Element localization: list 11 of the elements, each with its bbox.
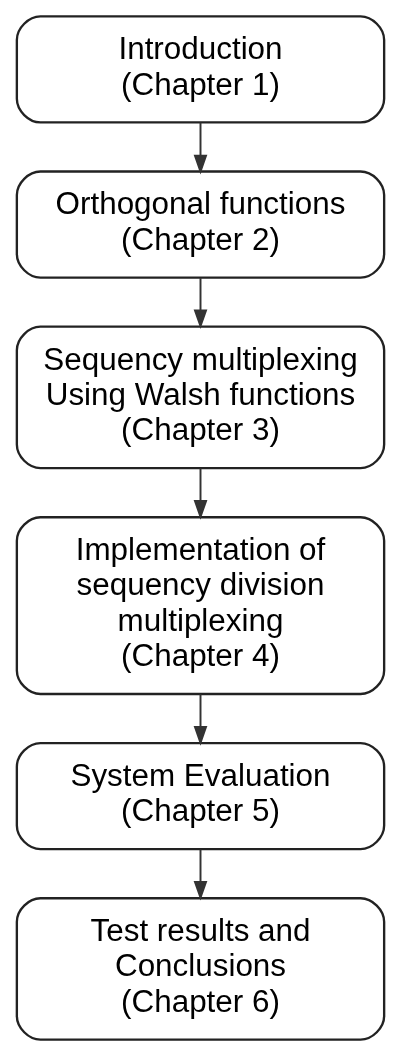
node-box: Introduction (Chapter 1) [15,15,386,124]
node-box: Orthogonal functions (Chapter 2) [15,170,386,279]
node-box: Test results and Conclusions (Chapter 6) [15,897,386,1041]
node-box: System Evaluation (Chapter 5) [15,741,386,851]
node-box: Implementation of sequency division multiplexing (Chapter 4) [15,516,386,696]
arrow [193,277,208,330]
node-box: Sequency multiplexing Using Walsh functions (Chapter 3) [15,325,386,470]
arrow [193,467,208,520]
arrow [193,693,208,746]
arrow [193,848,208,901]
arrow [193,121,208,175]
